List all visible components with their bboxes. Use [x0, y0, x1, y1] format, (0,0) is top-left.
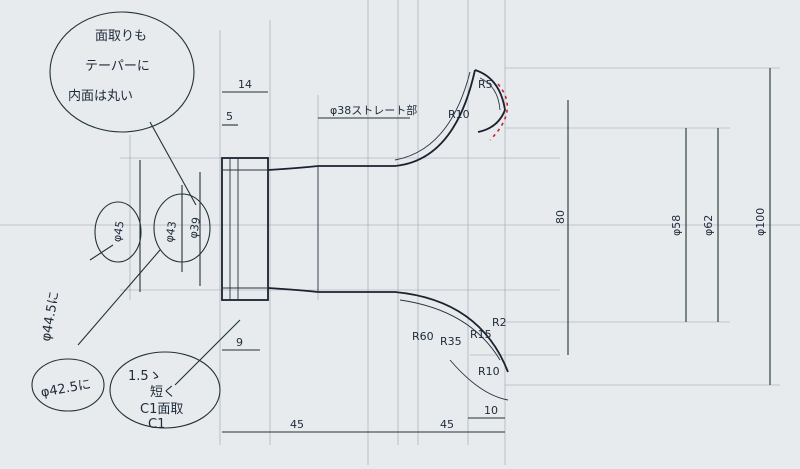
- dim-5: 5: [226, 110, 233, 123]
- bubble-dia-39: φ39: [187, 216, 203, 239]
- note-bubbles: [31, 11, 221, 429]
- part-outline: [221, 69, 509, 401]
- bubble-dia-45: φ45: [110, 220, 126, 243]
- box-note-3: C1面取: [140, 402, 183, 417]
- dim-10: 10: [484, 404, 498, 417]
- side-note-42-5: φ42.5に: [40, 377, 92, 401]
- box-note-1: 1.5ゝ: [128, 369, 162, 384]
- top-note-line-1: 面取りも: [95, 29, 147, 44]
- dim-58: φ58: [670, 215, 683, 236]
- top-note-line-3: 内面は丸い: [68, 88, 133, 104]
- dim-100: φ100: [754, 208, 767, 236]
- dim-62: φ62: [702, 215, 715, 236]
- dim-14: 14: [238, 78, 252, 91]
- dim-45-right: 45: [440, 418, 454, 431]
- box-note-4: C1: [148, 417, 165, 432]
- radius-r5-top: R5: [478, 78, 493, 91]
- box-note-2: 短く: [150, 385, 176, 400]
- radius-r10-bottom: R10: [478, 365, 500, 378]
- radius-r10-top: R10: [448, 108, 470, 121]
- dim-80: 80: [554, 210, 567, 224]
- dim-straight: φ38ストレート部: [330, 103, 417, 117]
- side-note-44-5: φ44.5に: [39, 290, 63, 342]
- radius-r60: R60: [412, 330, 434, 343]
- bubble-dia-43: φ43: [163, 220, 179, 243]
- dimension-lines: [77, 68, 771, 433]
- dim-9: 9: [236, 336, 243, 349]
- radius-r2: R2: [492, 316, 507, 329]
- dim-45-left: 45: [290, 418, 304, 431]
- top-note-line-2: テーパーに: [85, 59, 150, 74]
- radius-r15: R15: [470, 328, 492, 341]
- radius-r35: R35: [440, 335, 462, 348]
